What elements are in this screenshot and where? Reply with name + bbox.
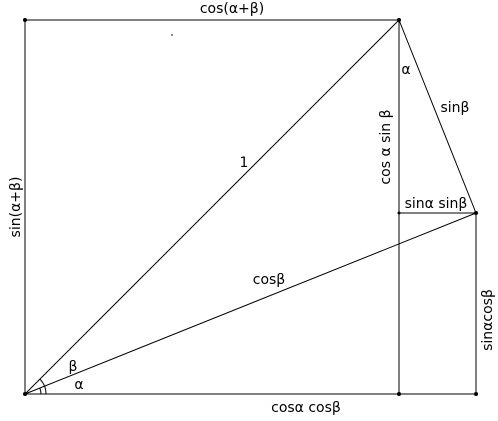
label-beta-angle: β xyxy=(69,359,78,375)
label-cos-alpha-cos-beta: cosα cosβ xyxy=(271,400,341,416)
label-sin-beta: sinβ xyxy=(441,100,470,116)
vertex-top-right xyxy=(397,18,401,22)
label-hypotenuse-one: 1 xyxy=(240,155,249,171)
label-cos-beta: cosβ xyxy=(253,272,286,288)
vertex-bottom-right xyxy=(474,392,478,396)
vertex-right xyxy=(474,211,478,215)
label-alpha-top: α xyxy=(401,62,410,78)
vertex-top-left xyxy=(23,18,27,22)
label-sin-alpha-sin-beta: sinα sinβ xyxy=(405,196,468,212)
label-cos-alpha-sin-beta: cos α sin β xyxy=(378,109,394,184)
alpha-arc xyxy=(39,387,42,395)
label-alpha-angle: α xyxy=(74,377,83,393)
label-cos-alpha-plus-beta: cos(α+β) xyxy=(200,1,264,17)
label-sin-alpha-cos-beta: sinαcosβ xyxy=(480,289,496,351)
stray-dot xyxy=(171,34,173,36)
label-sin-alpha-plus-beta: sin(α+β) xyxy=(8,177,24,238)
vertex-bottom-inner xyxy=(397,392,401,396)
vertex-origin xyxy=(23,392,27,396)
hypotenuse-line xyxy=(24,19,400,395)
beta-arc xyxy=(39,378,47,395)
cos-beta-line xyxy=(24,212,477,395)
vertex-inner-mid xyxy=(397,211,401,215)
sin-beta-line xyxy=(398,19,477,214)
